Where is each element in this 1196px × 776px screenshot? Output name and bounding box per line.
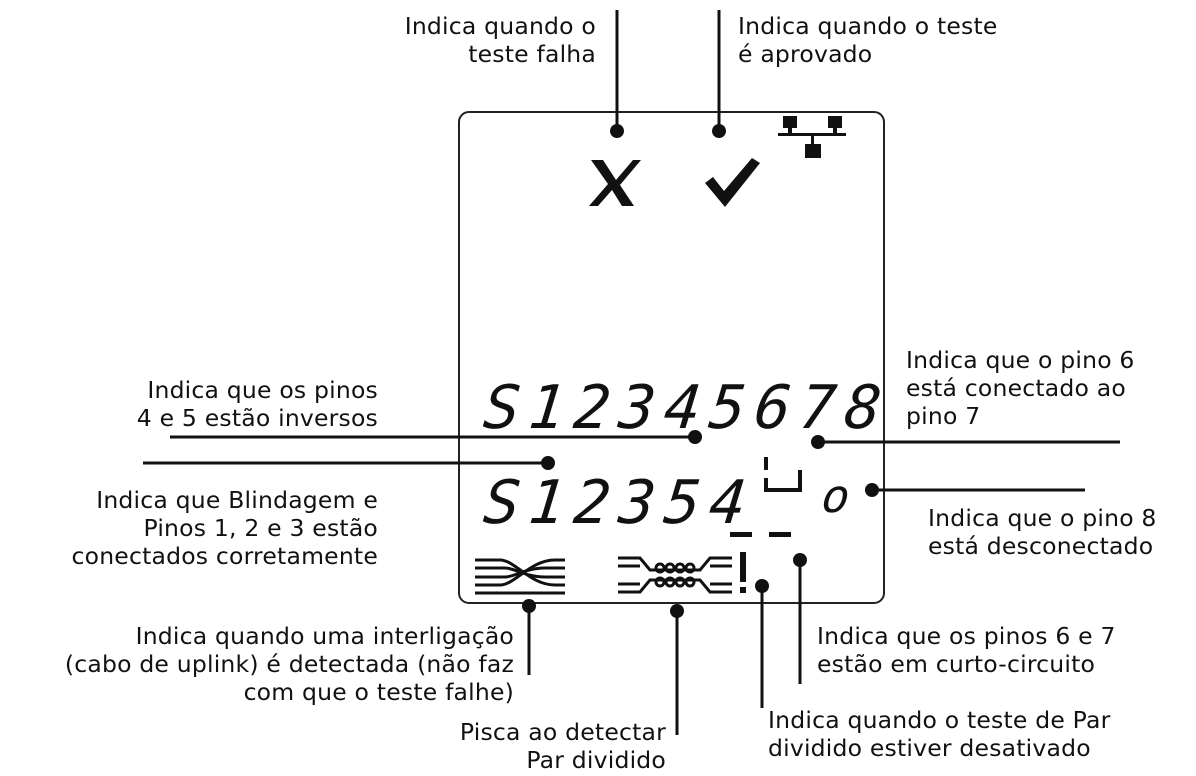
x-mark-icon xyxy=(589,160,641,206)
check-mark-icon xyxy=(705,158,760,207)
short-circuit-dashes xyxy=(730,532,791,537)
lcd-row-2: S12354 xyxy=(480,468,759,538)
pin-connection-bracket xyxy=(764,457,802,492)
label-crossover: Indica quando uma interligação(cabo de u… xyxy=(64,622,514,706)
network-icon xyxy=(778,116,846,158)
lcd-open-indicator: o xyxy=(819,469,862,523)
exclamation-icon xyxy=(740,552,746,593)
leader-lines xyxy=(143,10,1120,735)
lcd-screen-frame xyxy=(458,111,885,604)
split-pair-icon xyxy=(618,556,732,594)
crossover-cable-icon xyxy=(475,558,565,595)
lcd-row-1: S12345678 xyxy=(480,373,894,443)
